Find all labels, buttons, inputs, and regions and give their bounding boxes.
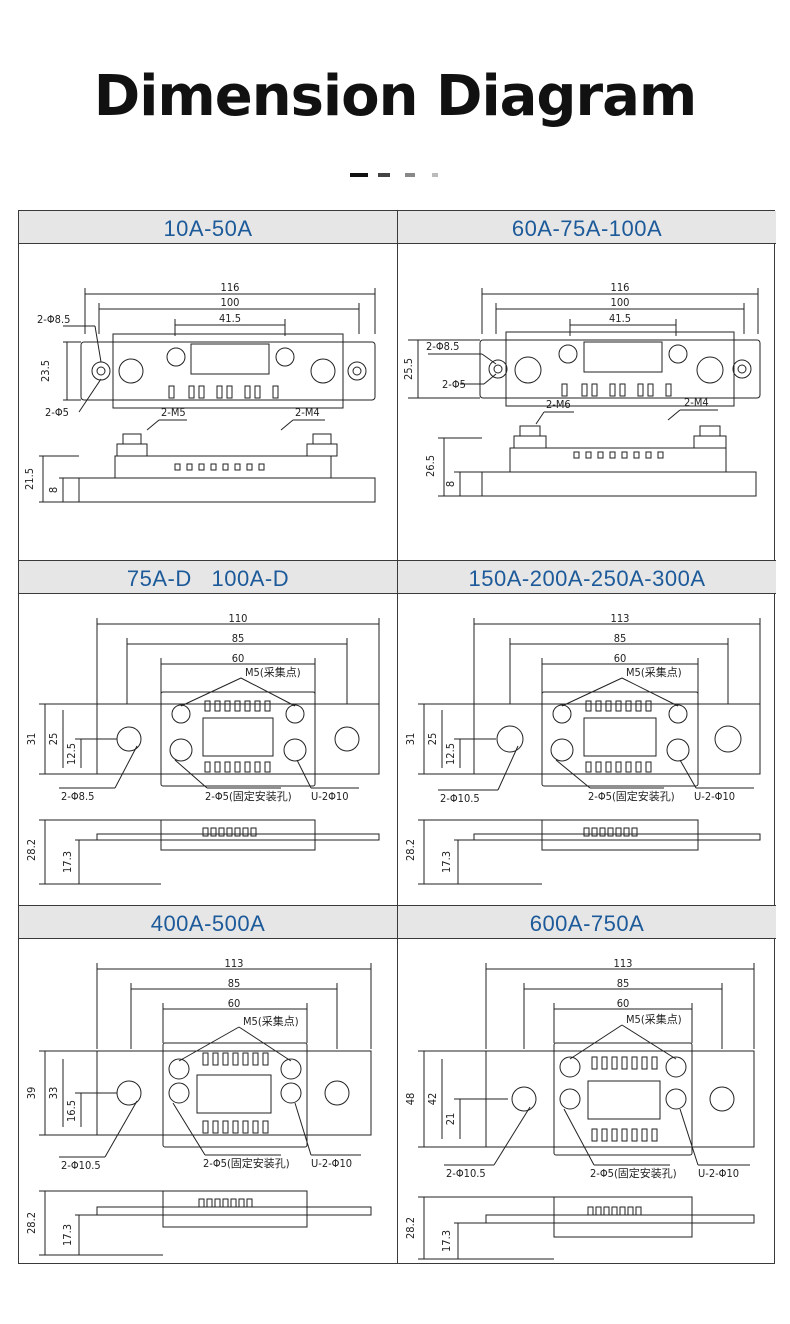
callout-small-hole: 2-Φ5 bbox=[442, 378, 466, 391]
panel-header: 400A-500A bbox=[19, 906, 397, 939]
dim-half-height: 12.5 bbox=[444, 743, 457, 765]
panel-header: 10A-50A bbox=[19, 211, 397, 244]
dim-middle: 100 bbox=[611, 296, 630, 309]
dim-overall: 116 bbox=[221, 281, 240, 294]
divider-dash bbox=[378, 173, 390, 177]
dim-side-height: 28.2 bbox=[404, 1217, 417, 1239]
callout-u-hole: U-2-Φ10 bbox=[698, 1167, 739, 1180]
divider-dash bbox=[350, 173, 368, 177]
panel-header: 150A-200A-250A-300A bbox=[398, 561, 776, 594]
callout-left-stud: 2-M6 bbox=[546, 398, 571, 411]
dim-half-height: 21 bbox=[444, 1113, 457, 1126]
panel-60a-75a-100a: 60A-75A-100A 116 100 41.5 25.5 bbox=[398, 211, 776, 561]
callout-fix-hole: 2-Φ5(固定安装孔) bbox=[588, 789, 675, 803]
callout-big-hole: 2-Φ8.5 bbox=[426, 340, 459, 353]
panel-header: 60A-75A-100A bbox=[398, 211, 776, 244]
callout-u-hole: U-2-Φ10 bbox=[694, 790, 735, 803]
shunt-drawing-top-and-side: 113 85 60 M5(采集点) 31 25 12.5 bbox=[404, 612, 761, 885]
dim-side-height: 28.2 bbox=[25, 839, 38, 861]
dim-side-low: 17.3 bbox=[440, 1230, 453, 1252]
dim-overall: 113 bbox=[225, 957, 244, 970]
shunt-drawing-top-and-side: 113 85 60 M5(采集点) 48 42 21 bbox=[404, 957, 755, 1260]
shunt-drawing-top-and-side: 116 100 41.5 23.5 2-Φ8.5 bbox=[23, 281, 376, 503]
dim-height: 31 bbox=[25, 733, 38, 746]
panel-150a-300a: 150A-200A-250A-300A 113 85 60 M5(采集点) bbox=[398, 561, 776, 906]
callout-fix-hole: 2-Φ5(固定安装孔) bbox=[203, 1156, 290, 1170]
dim-middle: 85 bbox=[617, 977, 630, 990]
callout-big-hole: 2-Φ10.5 bbox=[440, 792, 480, 805]
callout-sample-point: M5(采集点) bbox=[626, 1012, 682, 1026]
callout-big-hole: 2-Φ10.5 bbox=[446, 1167, 486, 1180]
dim-inner-height: 42 bbox=[426, 1093, 439, 1106]
dim-side-height: 28.2 bbox=[404, 839, 417, 861]
dim-half-height: 12.5 bbox=[65, 743, 78, 765]
dim-height: 23.5 bbox=[39, 360, 52, 382]
dimension-table: 10A-50A 116 100 41.5 bbox=[18, 210, 776, 1264]
callout-u-hole: U-2Φ10 bbox=[311, 790, 349, 803]
dim-overall: 113 bbox=[611, 612, 630, 625]
callout-fix-hole: 2-Φ5(固定安装孔) bbox=[590, 1166, 677, 1180]
dim-inner: 60 bbox=[228, 997, 241, 1010]
callout-left-stud: 2-M5 bbox=[161, 406, 186, 419]
dim-inner-height: 25 bbox=[426, 733, 439, 746]
dim-base: 8 bbox=[47, 487, 60, 493]
callout-big-hole: 2-Φ8.5 bbox=[37, 313, 70, 326]
dim-overall: 116 bbox=[611, 281, 630, 294]
panel-drawing: 113 85 60 M5(采集点) 39 33 16.5 bbox=[19, 939, 397, 1264]
panel-10a-50a: 10A-50A 116 100 41.5 bbox=[19, 211, 398, 561]
dim-side-height: 28.2 bbox=[25, 1212, 38, 1234]
callout-sample-point: M5(采集点) bbox=[245, 665, 301, 679]
dim-base-height: 21.5 bbox=[23, 468, 36, 490]
panel-400a-500a: 400A-500A 113 85 60 M5(采集点) 39 bbox=[19, 906, 398, 1264]
dim-height: 39 bbox=[25, 1087, 38, 1100]
panel-drawing: 110 85 60 M5(采集点) 31 25 12.5 bbox=[19, 594, 397, 905]
callout-u-hole: U-2-Φ10 bbox=[311, 1157, 352, 1170]
divider-dash bbox=[405, 173, 415, 177]
callout-sample-point: M5(采集点) bbox=[626, 665, 682, 679]
dim-height: 48 bbox=[404, 1093, 417, 1106]
panel-75a-d-100a-d: 75A-D 100A-D 110 85 60 M5(采集点) bbox=[19, 561, 398, 906]
dim-height: 25.5 bbox=[402, 358, 415, 380]
panel-drawing: 113 85 60 M5(采集点) 31 25 12.5 bbox=[398, 594, 776, 905]
dim-inner-height: 25 bbox=[47, 733, 60, 746]
divider-dash bbox=[432, 173, 438, 177]
panel-header: 600A-750A bbox=[398, 906, 776, 939]
panel-header: 75A-D 100A-D bbox=[19, 561, 397, 594]
dim-side-low: 17.3 bbox=[440, 851, 453, 873]
panel-drawing: 116 100 41.5 23.5 2-Φ8.5 bbox=[19, 244, 397, 560]
dim-inner: 60 bbox=[617, 997, 630, 1010]
dim-middle: 85 bbox=[232, 632, 245, 645]
panel-drawing: 113 85 60 M5(采集点) 48 42 21 bbox=[398, 939, 776, 1264]
page-title: Dimension Diagram bbox=[93, 64, 698, 129]
shunt-drawing-top-and-side: 116 100 41.5 25.5 2-Φ8.5 2-Φ5 bbox=[402, 281, 761, 497]
dim-base: 8 bbox=[444, 481, 457, 487]
dim-base-height: 26.5 bbox=[424, 455, 437, 477]
dim-middle: 100 bbox=[221, 296, 240, 309]
callout-right-stud: 2-M4 bbox=[295, 406, 320, 419]
callout-fix-hole: 2-Φ5(固定安装孔) bbox=[205, 789, 292, 803]
shunt-drawing-top-and-side: 113 85 60 M5(采集点) 39 33 16.5 bbox=[25, 957, 372, 1256]
callout-big-hole: 2-Φ8.5 bbox=[61, 790, 94, 803]
shunt-drawing-top-and-side: 110 85 60 M5(采集点) 31 25 12.5 bbox=[25, 612, 380, 885]
callout-small-hole: 2-Φ5 bbox=[45, 406, 69, 419]
dim-height: 31 bbox=[404, 733, 417, 746]
dim-inner: 60 bbox=[614, 652, 627, 665]
dim-side-low: 17.3 bbox=[61, 851, 74, 873]
dim-inner: 60 bbox=[232, 652, 245, 665]
callout-right-stud: 2-M4 bbox=[684, 396, 709, 409]
dim-middle: 85 bbox=[614, 632, 627, 645]
dim-overall: 110 bbox=[229, 612, 248, 625]
dim-middle: 85 bbox=[228, 977, 241, 990]
callout-big-hole: 2-Φ10.5 bbox=[61, 1159, 101, 1172]
dim-overall: 113 bbox=[614, 957, 633, 970]
dim-inner-height: 33 bbox=[47, 1087, 60, 1100]
panel-600a-750a: 600A-750A 113 85 60 M5(采集点) 48 bbox=[398, 906, 776, 1264]
dim-half-height: 16.5 bbox=[65, 1100, 78, 1122]
dim-inner: 41.5 bbox=[219, 312, 241, 325]
dim-side-low: 17.3 bbox=[61, 1224, 74, 1246]
callout-sample-point: M5(采集点) bbox=[243, 1014, 299, 1028]
dim-inner: 41.5 bbox=[609, 312, 631, 325]
panel-drawing: 116 100 41.5 25.5 2-Φ8.5 2-Φ5 bbox=[398, 244, 776, 560]
